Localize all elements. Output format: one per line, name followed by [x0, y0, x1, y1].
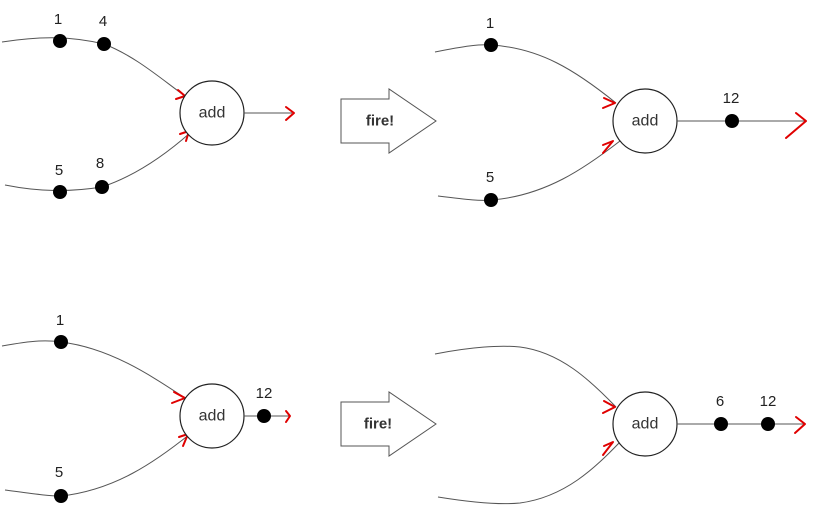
token — [53, 34, 67, 48]
token-label: 12 — [256, 385, 273, 402]
add-node-label: add — [632, 113, 659, 130]
scenario-2-before: add 1 5 12 — [1, 312, 291, 503]
token-label: 5 — [486, 169, 494, 186]
token — [53, 185, 67, 199]
token — [484, 193, 498, 207]
token-label: 12 — [760, 393, 777, 410]
token — [761, 417, 775, 431]
output-arrowhead — [785, 112, 807, 139]
output-arrowhead — [285, 106, 295, 121]
add-node-label: add — [199, 105, 226, 122]
input-wire-top — [1, 340, 186, 399]
token — [95, 180, 109, 194]
token — [97, 37, 111, 51]
token — [484, 38, 498, 52]
input-wire-bottom — [4, 433, 191, 497]
token — [54, 335, 68, 349]
token-label: 6 — [716, 393, 724, 410]
input-wire-top — [434, 44, 617, 104]
input-arrowhead-top — [602, 97, 616, 109]
input-arrowhead-bottom — [602, 441, 614, 456]
token-label: 1 — [54, 11, 62, 28]
token — [725, 114, 739, 128]
input-wire-top — [434, 345, 617, 408]
add-node-label: add — [632, 416, 659, 433]
input-arrowhead-bottom — [602, 140, 614, 154]
fire-label: fire! — [366, 113, 394, 130]
input-wire-bottom — [437, 441, 621, 505]
token-label: 5 — [55, 162, 63, 179]
fire-label: fire! — [364, 416, 392, 433]
input-wire-top — [1, 37, 186, 97]
scenario-1-after: add 1 5 12 — [434, 15, 807, 207]
fire-arrow: fire! — [340, 391, 437, 457]
token-label: 1 — [486, 15, 494, 32]
token-label: 5 — [55, 464, 63, 481]
add-node-label: add — [199, 408, 226, 425]
token-label: 4 — [99, 13, 107, 30]
input-arrowhead-top — [602, 400, 616, 414]
fire-arrow: fire! — [340, 88, 437, 154]
scenario-1-before: add 1 4 5 8 — [1, 11, 295, 199]
token — [714, 417, 728, 431]
token — [54, 489, 68, 503]
output-arrowhead — [285, 410, 291, 423]
token — [257, 409, 271, 423]
input-wire-bottom — [437, 140, 621, 201]
scenario-2-after: add 6 12 — [434, 345, 806, 505]
token-label: 12 — [723, 90, 740, 107]
token-label: 8 — [96, 155, 104, 172]
token-label: 1 — [56, 312, 64, 329]
output-arrowhead — [794, 416, 806, 434]
